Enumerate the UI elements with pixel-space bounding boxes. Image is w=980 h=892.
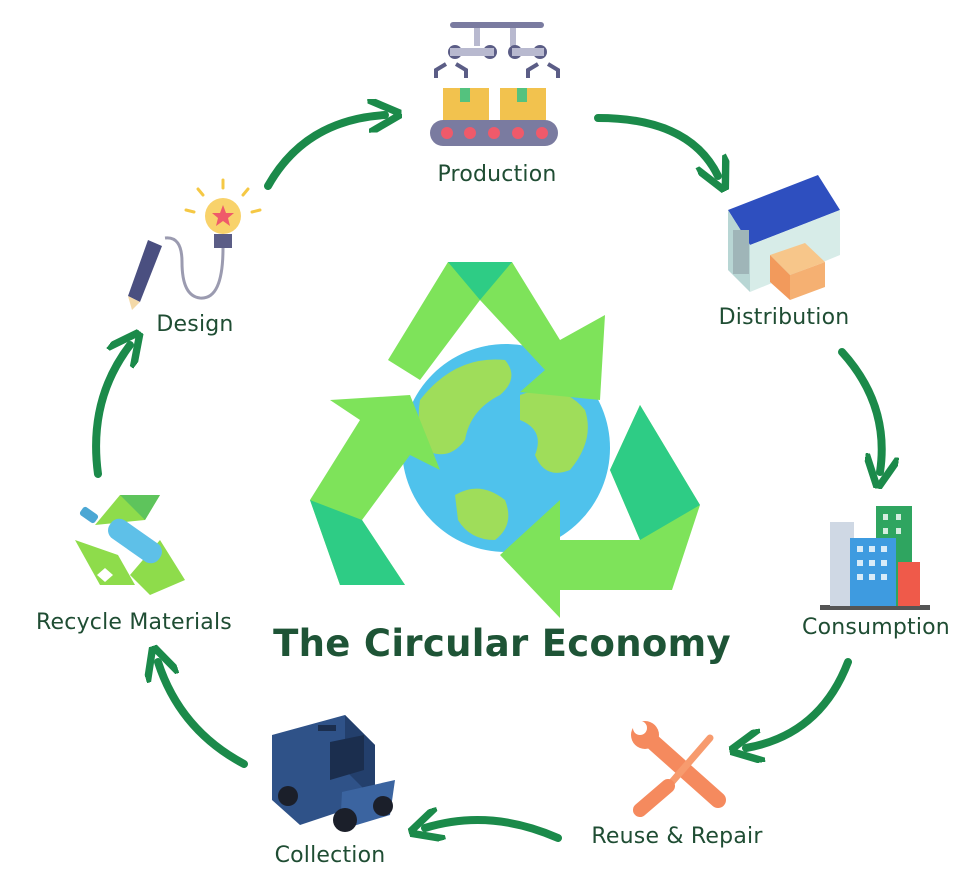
arrow-design-to-production bbox=[264, 115, 385, 190]
stage-label-consumption: Consumption bbox=[802, 615, 950, 640]
stage-label-recycle-materials: Recycle Materials bbox=[36, 610, 232, 635]
arrow-reuse-to-collection bbox=[425, 820, 562, 838]
arrow-production-to-distribution bbox=[594, 114, 718, 176]
stage-label-production: Production bbox=[437, 162, 557, 187]
lightbulb-pencil-icon bbox=[128, 178, 262, 310]
warehouse-icon bbox=[728, 175, 840, 300]
truck-icon bbox=[272, 715, 395, 832]
cycle-arrows bbox=[92, 114, 882, 838]
arrow-recycle-to-design bbox=[92, 345, 130, 478]
recycle-bottle-icon bbox=[75, 495, 185, 595]
diagram-title: The Circular Economy bbox=[273, 622, 731, 665]
arrow-distribution-to-consumption bbox=[838, 348, 882, 472]
recycle-globe-icon bbox=[310, 262, 700, 618]
arrow-consumption-to-reuse bbox=[746, 658, 852, 748]
wrench-screwdriver-icon bbox=[631, 721, 726, 817]
stage-label-collection: Collection bbox=[274, 843, 386, 868]
stage-label-design: Design bbox=[156, 312, 234, 337]
stage-label-distribution: Distribution bbox=[718, 305, 850, 330]
arrow-collection-to-recycle bbox=[158, 662, 248, 768]
stage-label-reuse-repair: Reuse & Repair bbox=[591, 824, 763, 849]
factory-robot-arms-icon bbox=[430, 22, 560, 146]
city-buildings-icon bbox=[820, 506, 930, 610]
